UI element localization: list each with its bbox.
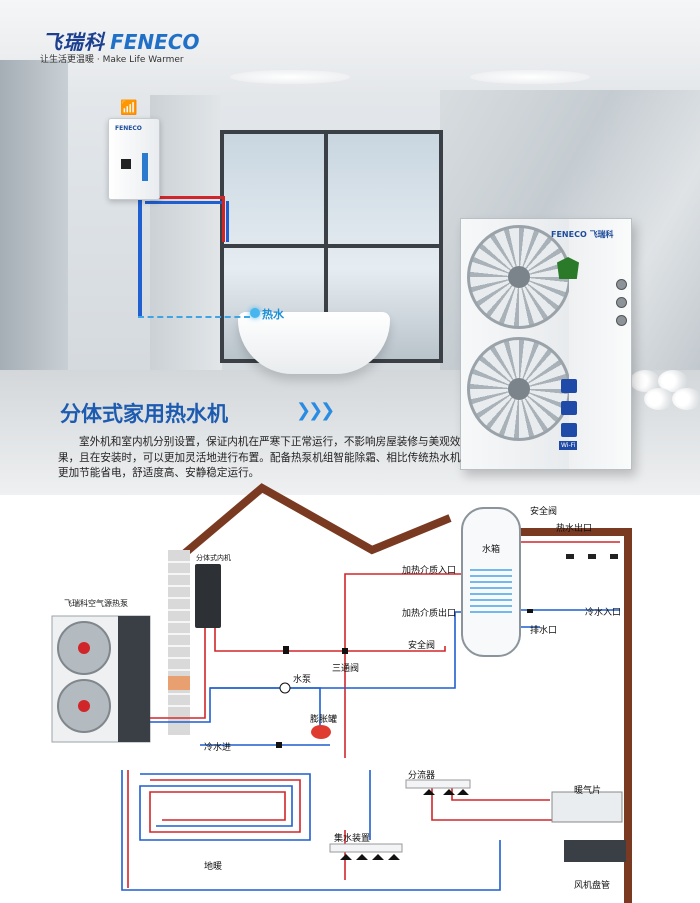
outdoor-unit-panel — [569, 219, 631, 469]
logo-cn: 飞瑞科 — [42, 30, 105, 54]
label-water-pump: 水泵 — [293, 675, 312, 685]
hot-water-line — [138, 316, 250, 318]
label-outdoor-unit: 飞瑞科空气源热泵 — [64, 599, 128, 608]
wifi-icon: 📶 — [120, 100, 138, 116]
label-heating-inlet: 加热介质入口 — [402, 566, 457, 576]
label-tank: 水箱 — [482, 545, 501, 555]
house-roof — [169, 483, 452, 568]
indoor-pipe-blue — [138, 198, 142, 316]
fan-icon — [467, 225, 571, 329]
indoor-pipe-blue-h — [145, 201, 223, 204]
label-expansion-tank: 膨胀罐 — [310, 715, 338, 725]
bathtub — [238, 312, 390, 374]
energy-label-icon — [561, 379, 577, 393]
radiator-icon — [551, 791, 623, 823]
ceiling-light — [470, 70, 590, 84]
shower-head-icon — [566, 554, 618, 559]
section-title: 分体式家用热水机 — [60, 402, 228, 426]
ceiling-light — [230, 70, 350, 84]
outdoor-unit-small — [51, 615, 151, 743]
label-hot-water-outlet: 热水出口 — [556, 524, 593, 534]
indoor-unit-buttons — [142, 153, 148, 181]
pipe-hot-3 — [345, 646, 446, 652]
indoor-unit-brand: FENECO — [115, 125, 142, 132]
wifi-badge: Wi-Fi — [559, 441, 578, 450]
outdoor-unit: FENECO 飞瑞科 Wi-Fi — [460, 218, 632, 470]
indoor-unit: FENECO — [108, 118, 160, 200]
gauge-icon — [616, 297, 627, 308]
indoor-pipe-red-v — [222, 196, 225, 242]
outdoor-unit-brand: FENECO 飞瑞科 — [551, 230, 614, 239]
indoor-unit-screen — [121, 159, 131, 169]
expansion-tank — [311, 725, 331, 739]
logo-en: FENECO — [110, 30, 200, 54]
label-indoor-unit: 分体式内机 — [196, 554, 231, 562]
label-three-way-valve: 三通阀 — [332, 664, 360, 674]
towel-shelf — [610, 340, 700, 420]
indoor-pipe-red — [145, 196, 225, 199]
label-safety-valve-top: 安全阀 — [530, 507, 558, 517]
label-safety-valve: 安全阀 — [408, 641, 436, 651]
energy-label-icon — [561, 423, 577, 437]
water-tank — [461, 507, 521, 657]
left-wall — [0, 60, 68, 390]
fan-coil-icon — [564, 840, 626, 862]
label-cold-water-in: 冷水进 — [204, 743, 232, 753]
gauge-icon — [616, 315, 627, 326]
label-collector: 集水装置 — [334, 834, 371, 844]
indoor-pipe-blue-v — [226, 201, 229, 242]
hero-photo: 📶 FENECO 热水 FENECO 飞瑞科 Wi-Fi — [0, 0, 700, 495]
hot-water-label: 热水 — [262, 308, 284, 321]
distributor-bar — [405, 779, 471, 789]
marble-wall-left — [150, 95, 222, 395]
house-wall-right — [520, 528, 632, 903]
label-cold-water-inlet: 冷水入口 — [585, 608, 622, 618]
label-floor-heating: 地暖 — [204, 862, 223, 872]
pipe-cold-1 — [150, 611, 462, 723]
quality-badge-icon — [557, 257, 579, 279]
label-heating-outlet: 加热介质出口 — [402, 609, 457, 619]
label-fan-coil: 风机盘管 — [574, 881, 611, 891]
label-radiator: 暖气片 — [574, 786, 602, 796]
logo-tagline: 让生活更温暖 · Make Life Warmer — [40, 55, 184, 65]
collector-bar — [329, 843, 403, 853]
indoor-unit-small — [195, 564, 221, 628]
pipe-cold-4 — [121, 770, 501, 891]
pipe-hot-7 — [149, 779, 301, 833]
system-diagram — [51, 483, 632, 903]
pipe-cold-2 — [210, 687, 321, 728]
hot-water-dot — [250, 308, 260, 318]
valve-icons — [276, 609, 533, 860]
pipe-hot-1 — [150, 628, 206, 719]
label-distributor: 分流器 — [408, 771, 436, 781]
gauge-icon — [616, 279, 627, 290]
brand-logo: 飞瑞科 FENECO — [42, 26, 200, 55]
section-description: 室外机和室内机分别设置，保证内机在严寒下正常运行，不影响房屋装修与美观效果，且在… — [58, 436, 461, 479]
brick-wall — [168, 550, 190, 735]
fan-icon — [467, 337, 571, 441]
label-drain-outlet: 排水口 — [530, 626, 558, 636]
chevron-right-icon: ❯❯❯ — [296, 400, 335, 421]
energy-label-icon — [561, 401, 577, 415]
pipe-cold-5 — [139, 773, 311, 841]
